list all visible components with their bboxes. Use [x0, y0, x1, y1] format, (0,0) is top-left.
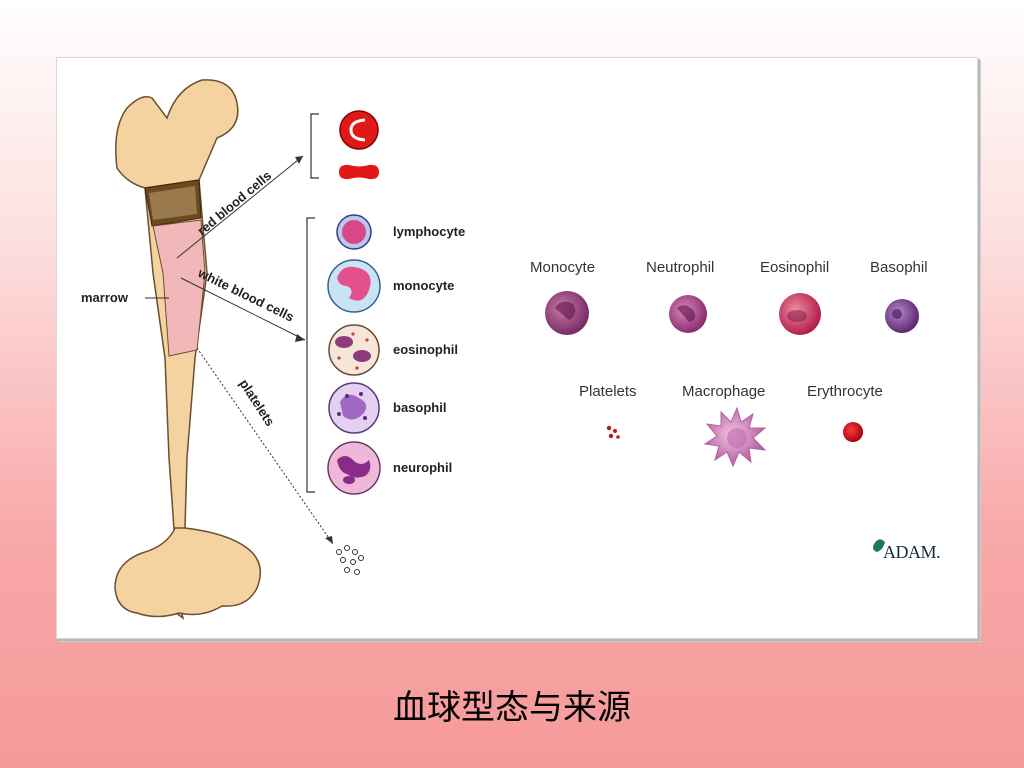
adam-logo: ADAM.	[873, 539, 941, 562]
gallery-eosinophil-label: Eosinophil	[760, 259, 829, 276]
red-cell-face-view	[339, 110, 379, 150]
neutrophil-cell	[327, 441, 381, 495]
red-cells-group	[310, 110, 379, 180]
gallery-basophil-cell	[885, 299, 919, 333]
gallery-platelets-cell	[606, 425, 620, 439]
lymphocyte-cell	[336, 214, 372, 250]
gallery-erythrocyte-cell	[843, 422, 863, 442]
gallery-macrophage-label: Macrophage	[682, 383, 765, 400]
eosinophil-cell	[328, 324, 380, 376]
white-cells-label: white blood cells	[195, 265, 297, 325]
gallery-eosinophil-cell	[779, 293, 821, 335]
gallery-neutrophil-cell	[669, 295, 707, 333]
monocyte-label: monocyte	[393, 278, 454, 293]
red-cells-arrow	[176, 155, 304, 259]
slide-caption: 血球型态与来源	[393, 688, 631, 728]
basophil-cell	[328, 382, 380, 434]
gallery-basophil-label: Basophil	[870, 259, 928, 276]
basophil-label: basophil	[393, 400, 446, 415]
marrow-label: marrow	[81, 290, 129, 305]
adam-logo-text: ADAM.	[883, 542, 940, 562]
femur-bone	[114, 79, 262, 620]
gallery-monocyte-cell	[545, 291, 589, 335]
monocyte-cell	[327, 259, 381, 313]
gallery-macrophage-cell	[703, 406, 767, 468]
gallery-monocyte-label: Monocyte	[530, 259, 595, 276]
neutrophil-label: neurophil	[393, 460, 452, 475]
platelets-cluster	[336, 545, 364, 575]
blood-cell-diagram: marrow red blood cells white blood cells…	[81, 79, 941, 620]
white-cells-arrow	[180, 277, 306, 341]
white-cells-bracket	[306, 217, 315, 493]
diagram-panel: marrow red blood cells white blood cells…	[56, 57, 978, 639]
gallery-neutrophil-label: Neutrophil	[646, 259, 714, 276]
red-cells-label: red blood cells	[194, 168, 274, 238]
lymphocyte-label: lymphocyte	[393, 224, 465, 239]
platelets-arrow	[196, 347, 334, 545]
gallery-erythrocyte-label: Erythrocyte	[807, 383, 883, 400]
platelets-label: platelets	[236, 376, 277, 428]
gallery-platelets-label: Platelets	[579, 383, 637, 400]
eosinophil-label: eosinophil	[393, 342, 458, 357]
red-cell-side-view	[339, 164, 379, 180]
